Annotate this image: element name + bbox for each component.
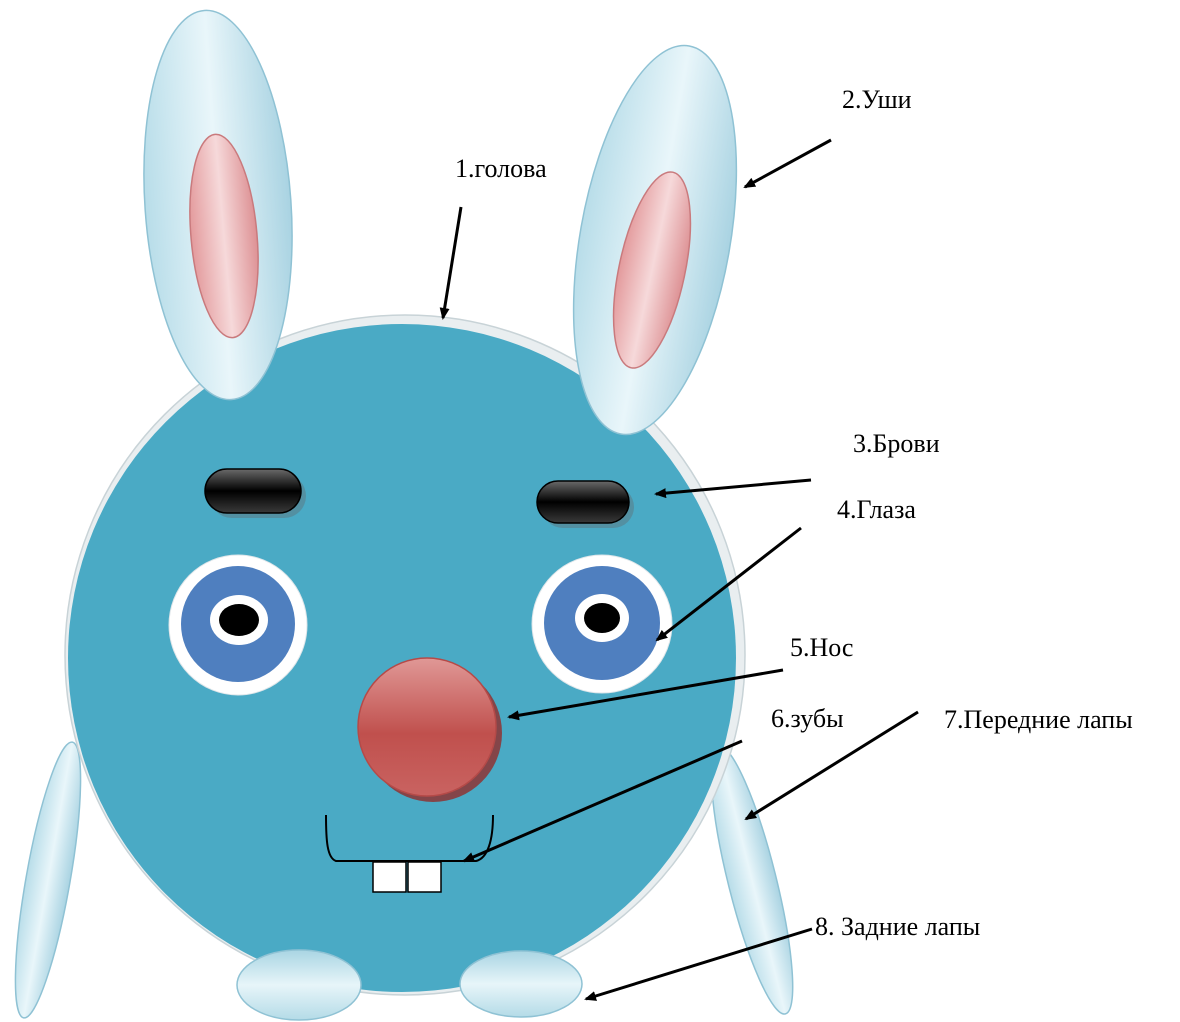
label-head: 1.голова <box>455 154 547 183</box>
label-teeth: 6.зубы <box>771 704 844 733</box>
hind-paw-right <box>460 951 582 1017</box>
label-eyes: 4.Глаза <box>837 495 916 524</box>
hind-paw-left <box>237 950 361 1020</box>
label-front-paws: 7.Передние лапы <box>944 705 1133 734</box>
eye-left <box>169 555 307 695</box>
front-paw-left <box>2 738 94 1021</box>
label-brows: 3.Брови <box>853 429 940 458</box>
arrow-ears <box>745 140 831 187</box>
eyebrow-right <box>537 481 634 528</box>
label-nose: 5.Нос <box>790 633 853 662</box>
eyebrow-left <box>205 469 306 518</box>
label-ears: 2.Уши <box>842 85 912 114</box>
arrow-head <box>443 207 461 318</box>
label-hind-paws: 8. Задние лапы <box>815 912 980 941</box>
eye-right <box>532 555 672 693</box>
